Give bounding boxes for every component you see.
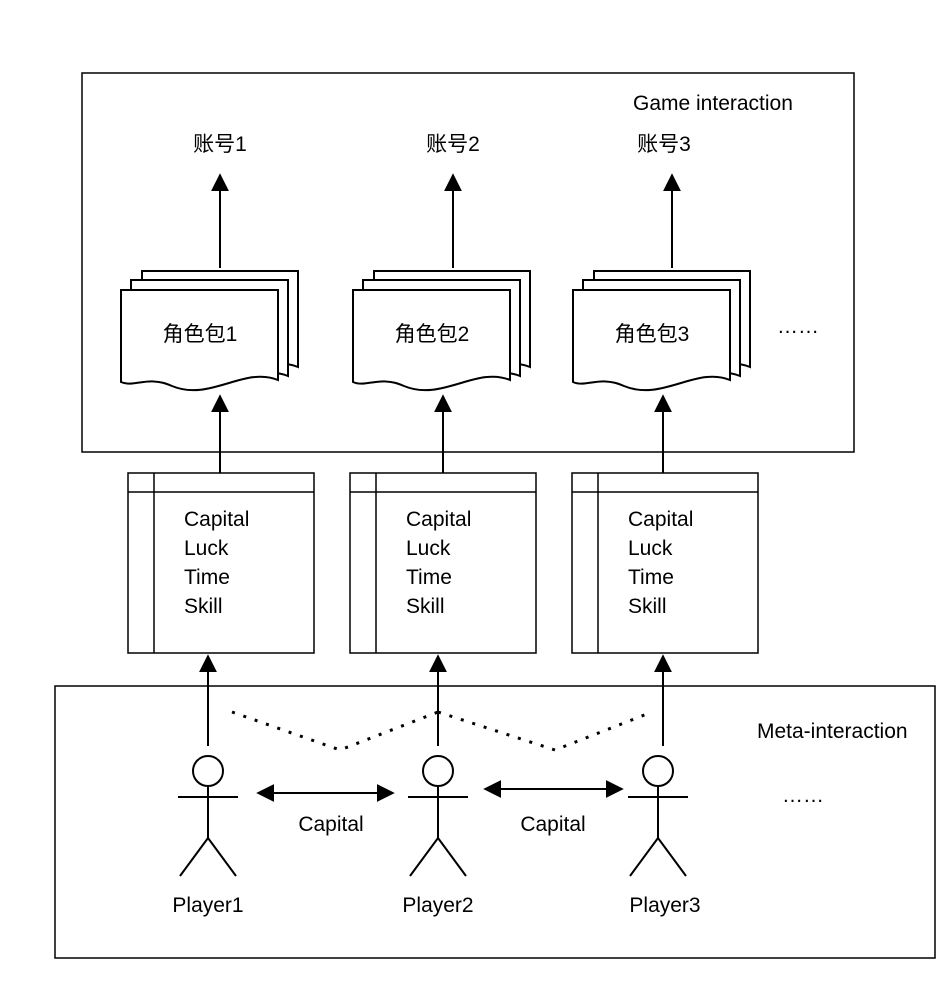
player-label-2: Player2: [402, 894, 473, 917]
attr-luck-1: Luck: [184, 537, 229, 560]
attr-time-2: Time: [406, 566, 452, 589]
ellipsis-players: ……: [782, 784, 824, 807]
attr-skill-2: Skill: [406, 595, 445, 618]
capital-exchange-label-2: Capital: [520, 813, 585, 836]
attr-luck-3: Luck: [628, 537, 673, 560]
pack-label-2: 角色包2: [395, 323, 470, 346]
column-2: 账号2 角色包2 Capital Luck Time Skill Player: [349, 133, 537, 917]
attr-capital-1: Capital: [184, 508, 249, 531]
character-pack-1: 角色包1: [120, 270, 299, 392]
attr-luck-2: Luck: [406, 537, 451, 560]
player-label-1: Player1: [172, 894, 243, 917]
capital-exchange-label-1: Capital: [298, 813, 363, 836]
meta-dotted-links: [231, 710, 653, 752]
meta-interaction-label: Meta-interaction: [757, 720, 908, 743]
dotted-link-2-3: [437, 710, 653, 752]
player-label-3: Player3: [629, 894, 700, 917]
attr-skill-3: Skill: [628, 595, 667, 618]
column-1: 账号1 角色包1 Capital Luck Time Skill Player: [120, 133, 315, 917]
account-label-2: 账号2: [426, 133, 480, 156]
attr-time-1: Time: [184, 566, 230, 589]
attr-skill-1: Skill: [184, 595, 223, 618]
character-pack-2: 角色包2: [352, 270, 531, 392]
player-icon-3: [628, 755, 688, 877]
ellipsis-packs: ……: [777, 315, 819, 338]
pack-label-3: 角色包3: [615, 323, 690, 346]
column-3: 账号3 角色包3 Capital Luck Time Skill Player: [571, 133, 759, 917]
attr-capital-3: Capital: [628, 508, 693, 531]
dotted-link-1-2: [231, 710, 439, 752]
attribute-table-3: Capital Luck Time Skill: [571, 472, 759, 654]
meta-interaction-region: Meta-interaction: [54, 685, 936, 959]
attribute-table-1: Capital Luck Time Skill: [127, 472, 315, 654]
game-interaction-label: Game interaction: [633, 92, 793, 115]
attr-capital-2: Capital: [406, 508, 471, 531]
pack-label-1: 角色包1: [163, 323, 238, 346]
attribute-table-2: Capital Luck Time Skill: [349, 472, 537, 654]
game-interaction-region: Game interaction: [81, 72, 855, 453]
account-label-3: 账号3: [637, 133, 691, 156]
account-label-1: 账号1: [193, 133, 247, 156]
player-icon-1: [178, 755, 238, 877]
attr-time-3: Time: [628, 566, 674, 589]
player-icon-2: [408, 755, 468, 877]
character-pack-3: 角色包3: [572, 270, 751, 392]
